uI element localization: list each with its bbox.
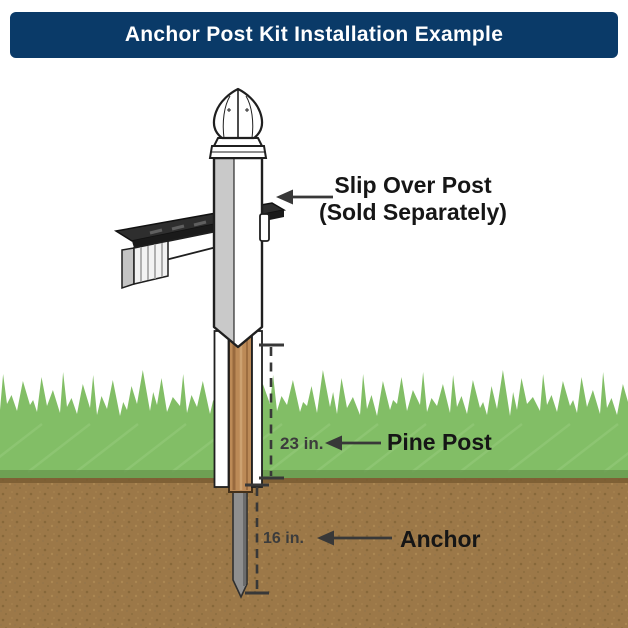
slip-over-post-arrow <box>276 189 333 205</box>
measurement-16in <box>245 483 269 595</box>
pine-post-measurement: 23 in. <box>280 434 324 453</box>
anchor-measurement: 16 in. <box>263 530 304 547</box>
pine-post-graphic <box>228 335 253 493</box>
post-shaded-face <box>214 158 234 344</box>
grass-shadow <box>0 470 628 478</box>
arm-bracket-side <box>121 247 135 290</box>
anchor-label: Anchor <box>400 526 481 552</box>
arm-bracket-ribs <box>140 243 163 282</box>
post-wall-right <box>251 330 263 488</box>
arm-bracket-front <box>133 240 169 285</box>
post-wall-left <box>213 330 230 488</box>
soil <box>0 478 628 628</box>
slip-over-post-label: Slip Over Post (Sold Separately) <box>303 172 523 226</box>
page-title: Anchor Post Kit Installation Example <box>124 23 504 46</box>
pine-post-arrow <box>325 435 381 451</box>
slip-over-post-label-line1: Slip Over Post <box>334 172 492 198</box>
finial-cap <box>208 87 268 159</box>
pine-post-label: Pine Post <box>387 429 492 455</box>
slip-over-post-label-line2: (Sold Separately) <box>319 199 507 225</box>
anchor-stake <box>232 485 248 599</box>
title-banner: Anchor Post Kit Installation Example <box>10 12 618 58</box>
measurement-23in <box>259 343 284 480</box>
post-side-tab <box>259 213 270 242</box>
finial-screw-marks <box>227 108 249 112</box>
grass <box>0 370 628 479</box>
slip-over-post-graphic <box>212 156 270 349</box>
soil-top-shadow <box>0 478 628 483</box>
anchor-arrow <box>317 530 392 546</box>
